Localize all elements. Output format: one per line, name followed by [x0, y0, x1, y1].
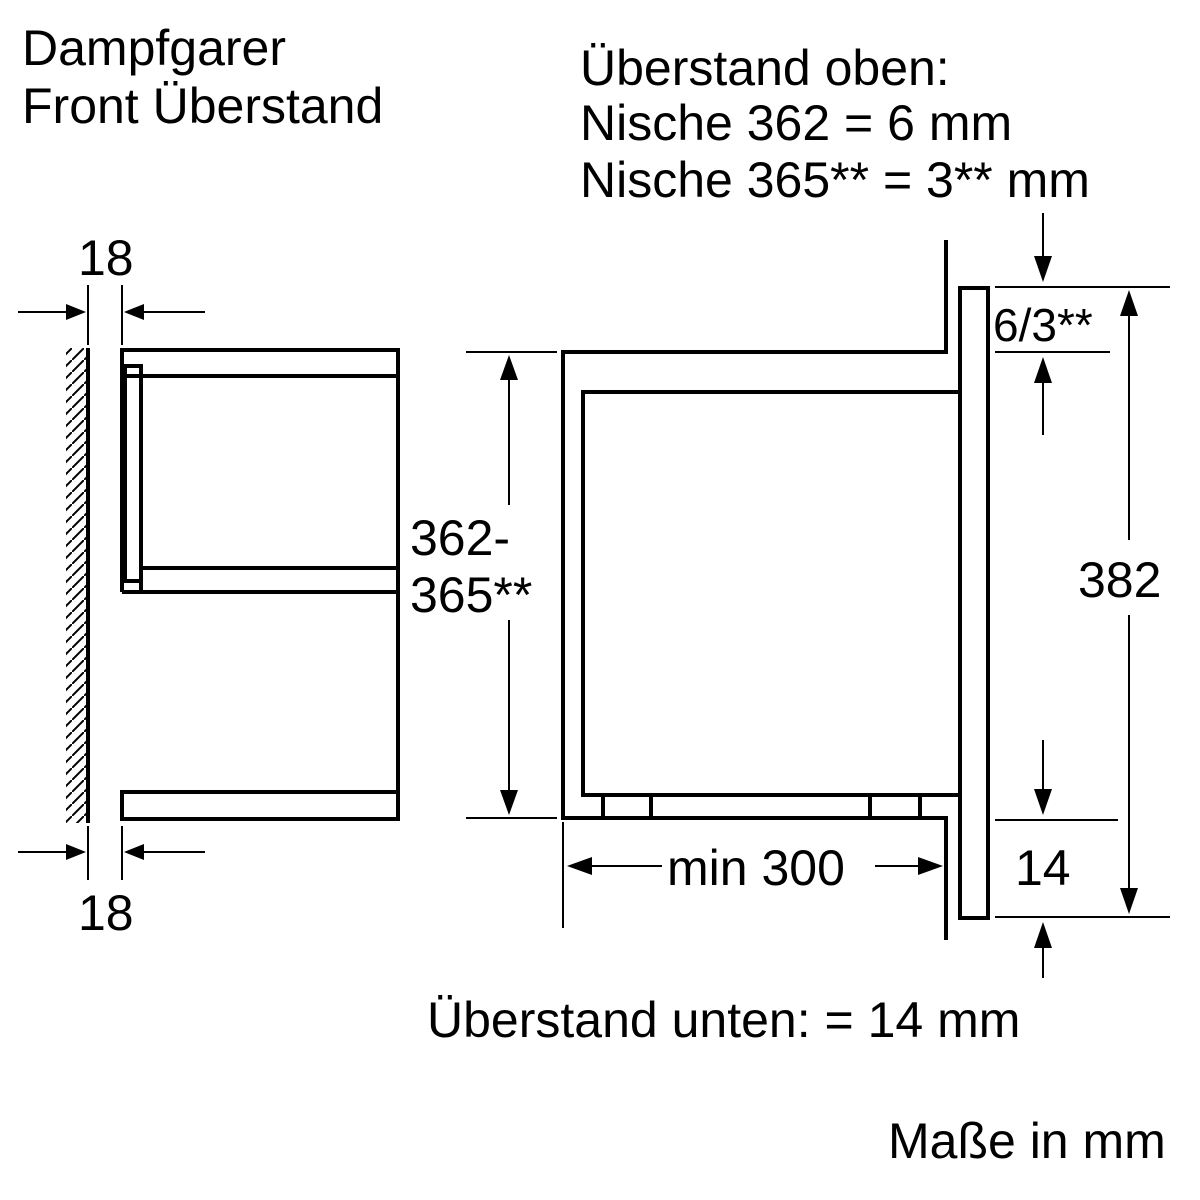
arrowhead-up: [1034, 357, 1052, 383]
appliance-body: [581, 390, 960, 797]
arrowhead-down: [500, 790, 518, 815]
side-thickness-bottom-label: 18: [78, 885, 134, 941]
arrowhead-up: [1120, 290, 1138, 316]
wall-hatching: [66, 348, 88, 823]
arrowhead-right: [66, 844, 86, 860]
arrowhead-right: [918, 857, 943, 875]
top-overhang-dimension-label: 6/3**: [993, 299, 1093, 351]
bottom-overhang-note: Überstand unten: = 14 mm: [427, 992, 1020, 1048]
top-overhang-note-line-1: Überstand oben:: [580, 40, 950, 96]
bottom-overhang-dimension-label: 14: [1015, 840, 1071, 896]
total-height-label: 382: [1078, 552, 1161, 608]
cabinet-bottom-shelf: [120, 790, 400, 821]
arrowhead-left: [124, 304, 144, 320]
arrowhead-right: [66, 304, 86, 320]
niche-height-label-line-1: 362-: [410, 510, 510, 566]
front-view: [18, 285, 400, 880]
arrowhead-up: [1034, 922, 1052, 948]
side-view: [466, 213, 1170, 978]
title-line-2: Front Überstand: [22, 78, 383, 134]
units-note: Maße in mm: [888, 1113, 1166, 1169]
arrowhead-left: [124, 844, 144, 860]
arrowhead-down: [1120, 888, 1138, 914]
appliance-bottom-edge: [139, 566, 400, 594]
arrowhead-up: [500, 355, 518, 380]
arrowhead-left: [567, 857, 592, 875]
appliance-front-panel: [958, 286, 990, 920]
arrowhead-down: [1034, 789, 1052, 815]
top-overhang-note-line-3: Nische 365** = 3** mm: [580, 152, 1090, 208]
top-overhang-note-line-2: Nische 362 = 6 mm: [580, 95, 1012, 151]
title-line-1: Dampfgarer: [22, 20, 286, 76]
appliance-foot: [868, 793, 922, 820]
min-depth-label: min 300: [667, 840, 845, 896]
side-thickness-top-label: 18: [78, 230, 134, 286]
niche-height-label-line-2: 365**: [410, 567, 532, 623]
appliance-foot: [601, 793, 653, 820]
cabinet-top-panel: [120, 348, 400, 378]
niche-outline: [561, 240, 948, 940]
arrowhead-down: [1034, 256, 1052, 282]
appliance-front-frame: [123, 364, 143, 583]
